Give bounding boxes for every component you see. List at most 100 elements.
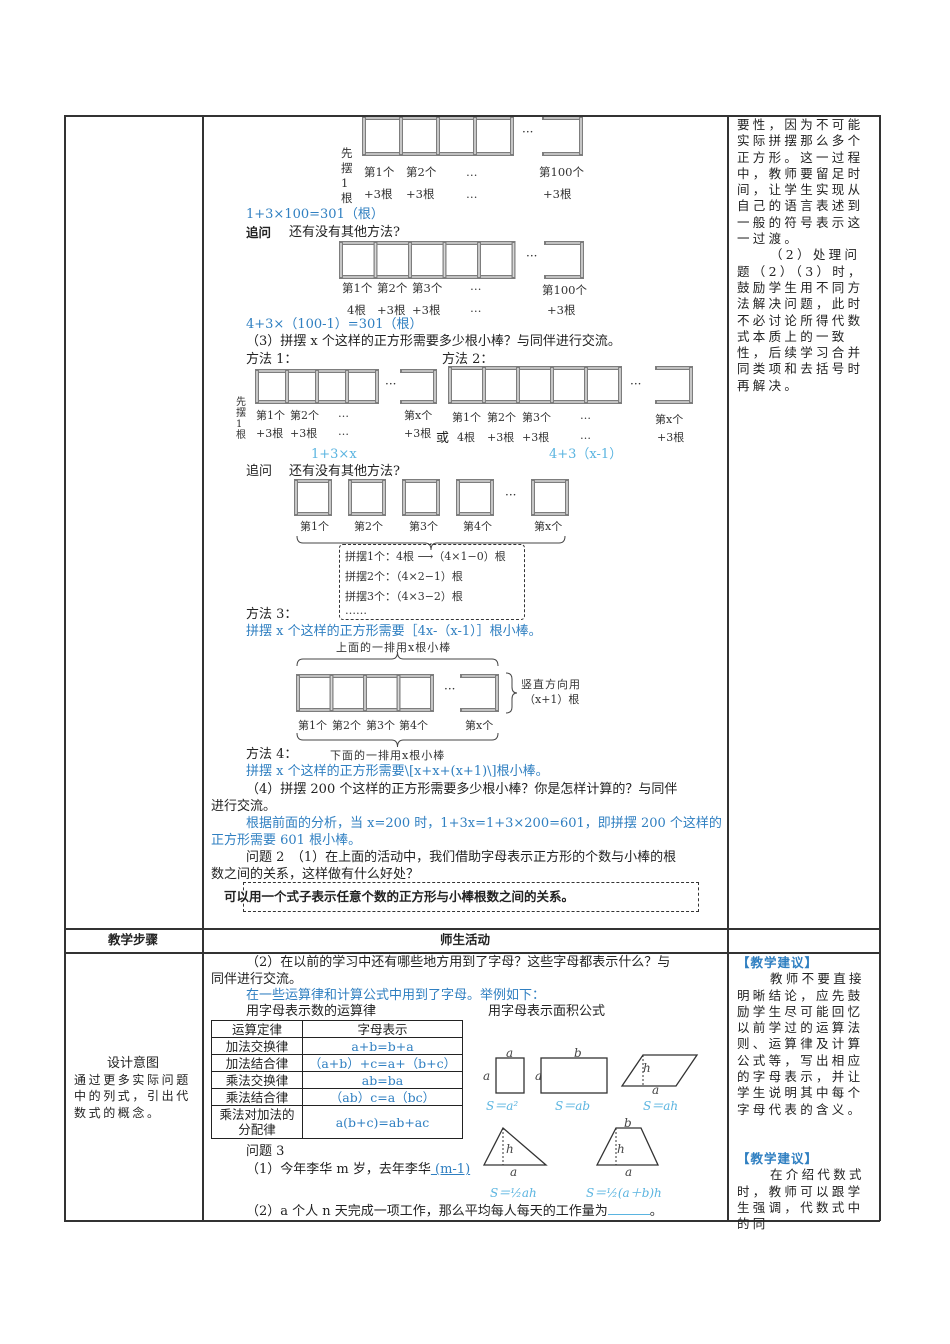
answer-4: 根据前面的分析，当 x=200 时，1+3x=1+3×200=601，即拼摆 2… (246, 816, 722, 831)
rect-side: a (535, 1069, 543, 1083)
law-name: 加法结合律 (211, 1054, 303, 1072)
m2-label: 第3个 (522, 411, 551, 424)
ellipsis: ··· (505, 488, 516, 502)
answer-2-2: 在一些运算律和计算公式中用到了字母。举例如下： (246, 988, 546, 1003)
m2-add: +3根 (657, 431, 685, 444)
pattern-line: …… (345, 604, 367, 617)
trap-top: b (624, 1116, 632, 1130)
brace (296, 651, 499, 667)
m3-label: 第4个 (463, 520, 492, 533)
side-note: 要性，因为不可能实际拼摆那么多个正方形。这一过程中，教师要留足时间，让学生实现从… (737, 117, 873, 394)
tip-text: 教师不要直接明晰结论，应先鼓励学生尽可能回忆以前学过的运算法则、运算律及计算公式… (737, 971, 865, 1117)
problem-2: 问题 2 （1）在上面的活动中，我们借助字母表示正方形的个数与小棒的根 (246, 850, 677, 865)
d2-add: 4根 (347, 303, 366, 317)
question-4: （4）拼摆 200 个这样的正方形需要多少根小棒？你是怎样计算的？与同伴 (246, 782, 678, 797)
table-header: 运算定律 (211, 1020, 303, 1038)
law-formula: ab=ba (302, 1071, 463, 1089)
side-note-text-2: （2）处理问题（2）（3）时，鼓励学生用不同方法解决问题，此时不必讨论所得代数式… (737, 247, 864, 393)
m2-label: 第2个 (487, 411, 516, 424)
tip-tag: 【教学建议】 (737, 1151, 819, 1166)
d1-add: … (466, 187, 478, 201)
d2-label: … (470, 279, 482, 293)
table-header-row: 运算定律字母表示 (211, 1020, 463, 1038)
problem-3-1-text: （1）今年李华 m 岁，去年李华 (246, 1162, 431, 1177)
m2-add: +3根 (522, 431, 550, 444)
ellipsis: ··· (444, 682, 455, 696)
trap-formula: S＝½(a＋b)h (586, 1186, 662, 1200)
tri-base: a (510, 1165, 518, 1179)
m4-label: 第4个 (399, 719, 428, 732)
ask-label: 追问 (246, 225, 272, 240)
trap-base: a (625, 1165, 633, 1179)
m3-label: 第2个 (354, 520, 383, 533)
d1-add: +3根 (364, 187, 393, 201)
question-3: （3）拼摆 x 个这样的正方形需要多少根小棒？与同伴进行交流。 (246, 334, 621, 349)
m3-label: 第1个 (300, 520, 329, 533)
m4-label: 第2个 (332, 719, 361, 732)
m1-add: +3根 (290, 427, 318, 440)
d2-add: … (470, 301, 482, 315)
pattern-line: 拼摆1个：4根 ⟶（4×1−0）根 (345, 550, 506, 563)
m2-label: … (580, 409, 591, 422)
table-border-left (64, 115, 66, 1221)
m1-add: +3根 (404, 427, 432, 440)
laws-title: 用字母表示数的运算律 (246, 1004, 377, 1019)
table-row: 乘法结合律（ab）c=a（bc） (211, 1088, 463, 1106)
brace (296, 535, 566, 551)
d2-add: +3根 (377, 303, 406, 317)
side-note-text: 要性，因为不可能实际拼摆那么多个正方形。这一过程中，教师要留足时间，让学生实现从… (737, 117, 864, 247)
d1-add: +3根 (406, 187, 435, 201)
law-name: 乘法结合律 (211, 1088, 303, 1106)
ellipsis: ··· (522, 125, 533, 139)
answer-4: 正方形需要 601 根小棒。 (211, 833, 362, 848)
m4-right-label: 竖直方向用 (521, 678, 581, 691)
method-3-title: 方法 3： (246, 607, 298, 622)
m2-label: 第1个 (452, 411, 481, 424)
question-4: 进行交流。 (211, 799, 277, 814)
m2-formula: 4+3（x-1） (549, 447, 623, 462)
teaching-tip-1: 【教学建议】 教师不要直接明晰结论，应先鼓励学生尽可能回忆以前学过的运算法则、运… (737, 955, 873, 1118)
law-name: 乘法交换律 (211, 1071, 303, 1089)
para-base: a (652, 1083, 660, 1097)
trapezoid-shape (595, 1127, 660, 1166)
m2-add: +3根 (487, 431, 515, 444)
m2-add: 4根 (457, 431, 475, 444)
method-2-title: 方法 2： (442, 352, 494, 367)
d1-label: 第1个 (364, 165, 395, 179)
problem-3-1: （1）今年李华 m 岁，去年李华 (m-1) (246, 1162, 470, 1178)
pattern-line: 拼摆3个：（4×3−2）根 (345, 590, 463, 603)
tip-tag: 【教学建议】 (737, 955, 819, 970)
square-shape (495, 1057, 525, 1094)
brace (296, 732, 499, 748)
m3-label: 第x个 (534, 520, 563, 533)
m4-label: 第x个 (465, 719, 494, 732)
para-formula: S＝ah (643, 1099, 679, 1113)
tip-text: 在介绍代数式时，教师可以跟学生强调，代数式中的同 (737, 1167, 865, 1232)
method-3-pattern-box (339, 544, 525, 620)
problem-2-answer: 可以用一个式子表示任意个数的正方形与小棒根数之间的关系。 (224, 889, 575, 904)
m1-formula: 1+3×x (311, 447, 357, 462)
ask2-label: 追问 (246, 464, 273, 479)
problem-3-2: （2）a 个人 n 天完成一项工作，那么平均每人每天的工作量为。 (246, 1204, 663, 1220)
column-divider-1 (202, 115, 204, 1221)
m4-label: 第1个 (298, 719, 327, 732)
problem-3-2-end: 。 (649, 1204, 663, 1219)
d1-label: 第2个 (406, 165, 437, 179)
d2-add: +3根 (547, 303, 576, 317)
d1-add: +3根 (543, 187, 572, 201)
m4-label: 第3个 (366, 719, 395, 732)
area-title: 用字母表示面积公式 (488, 1004, 606, 1019)
law-formula: a+b=b+a (302, 1037, 463, 1055)
answer-blank (607, 1214, 650, 1215)
table-header: 字母表示 (302, 1020, 463, 1038)
ask-text: 还有没有其他方法? (289, 225, 400, 240)
parallelogram-shape (620, 1054, 699, 1087)
answer-1: 1+3×100=301（根） (246, 207, 384, 222)
method-4-title: 方法 4： (246, 747, 298, 762)
brace (505, 672, 518, 714)
